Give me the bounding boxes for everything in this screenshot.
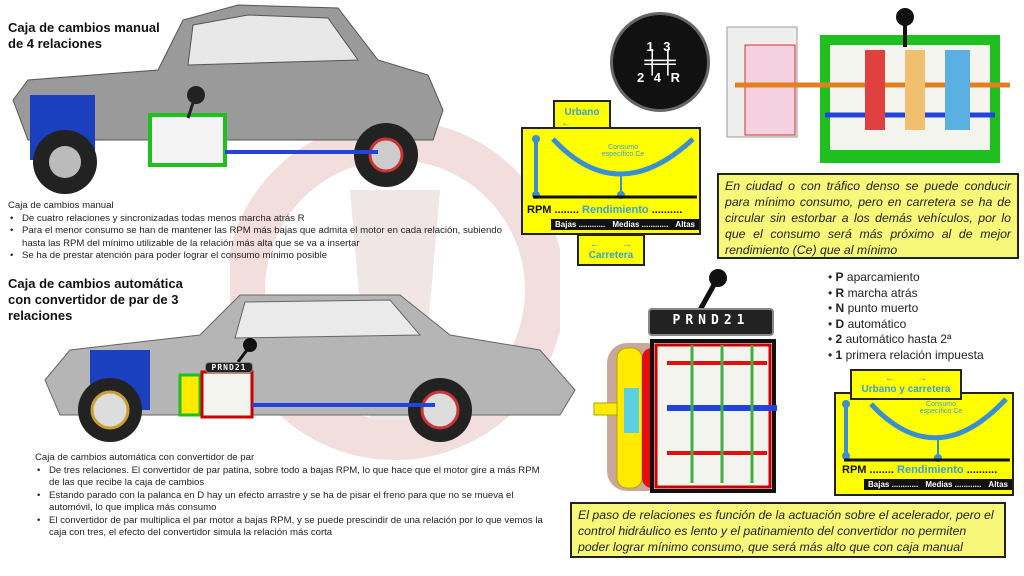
arrows-icon: ← → — [589, 239, 633, 250]
automatic-bullet: De tres relaciones. El convertidor de pa… — [37, 465, 547, 490]
selector-lever-icon — [697, 269, 727, 312]
manual-title: Caja de cambios manual de 4 relaciones — [8, 20, 160, 52]
manual-gearbox-diagram — [726, 8, 1010, 163]
manual-bullet: De cuatro relaciones y sincronizadas tod… — [10, 213, 513, 226]
position-item: R marcha atrás — [828, 286, 984, 302]
consumption-curve — [842, 397, 1010, 462]
position-desc: punto muerto — [847, 301, 919, 315]
automatic-note: El paso de relaciones es función de la a… — [570, 502, 1006, 558]
shift-knob-icon: 1 3 ╪╪ 2 4 R — [610, 12, 710, 112]
position-key: P — [835, 270, 844, 284]
automatic-title-line: relaciones — [8, 308, 73, 323]
selector-label: PRND21 — [648, 308, 774, 336]
shift-pattern-top: 1 3 — [646, 39, 674, 54]
position-desc: automático hasta 2ª — [845, 332, 952, 346]
rpm-scale: Bajas ............ Medias ............ Alt… — [864, 479, 1012, 490]
position-key: N — [835, 301, 845, 315]
position-desc: marcha atrás — [847, 285, 918, 300]
scale-mid: Medias ............ — [612, 220, 669, 229]
manual-description: Caja de cambios manual De cuatro relacio… — [8, 200, 513, 263]
automatic-title: Caja de cambios automática con convertid… — [8, 276, 183, 324]
position-item: 2 automático hasta 2ª — [828, 332, 984, 348]
position-item: 1 primera relación impuesta — [828, 348, 984, 364]
automatic-intro: Caja de cambios automática con convertid… — [35, 452, 255, 463]
dots: .......... — [966, 464, 998, 476]
automatic-description: Caja de cambios automática con convertid… — [35, 452, 547, 540]
selector-positions-list: P aparcamiento R marcha atrás N punto mu… — [828, 270, 984, 363]
curve-label: Consumo específico Ce — [601, 144, 645, 158]
scale-high: Altas — [675, 220, 695, 229]
rpm-label: RPM ........ — [527, 204, 579, 216]
scale-mid: Medias ............ — [925, 480, 982, 489]
automatic-consumption-chart: Consumo específico Ce RPM ........ Rendi… — [834, 392, 1014, 496]
position-desc: aparcamiento — [846, 270, 920, 284]
manual-title-line: de 4 relaciones — [8, 36, 102, 51]
arrows-icon: ← → — [884, 373, 928, 384]
position-item: D automático — [828, 317, 984, 333]
rpm-label: RPM ........ — [842, 464, 894, 476]
position-item: P aparcamiento — [828, 270, 984, 286]
position-key: 1 — [835, 347, 843, 362]
manual-gearbox — [148, 113, 227, 167]
manual-car-illustration — [12, 4, 444, 194]
scale-low: Bajas ............ — [555, 220, 606, 229]
manual-intro: Caja de cambios manual — [8, 200, 114, 211]
consumption-curve — [532, 135, 697, 199]
dots: .......... — [651, 204, 683, 216]
automatic-bullet: Estando parado con la palanca en D hay u… — [37, 490, 547, 515]
manual-title-line: Caja de cambios manual — [8, 20, 160, 35]
position-key: R — [835, 285, 845, 300]
arrow-left-icon: ← — [561, 118, 571, 129]
rendimiento-label: Rendimiento — [582, 204, 649, 216]
urbano-text: Urbano — [564, 107, 600, 118]
carretera-label: ← → Carretera — [577, 234, 645, 266]
automatic-gearbox-diagram — [593, 339, 777, 493]
rpm-scale: Bajas ............ Medias ............ Alt… — [551, 219, 699, 230]
position-item: N punto muerto — [828, 301, 984, 317]
scale-high: Altas — [988, 480, 1008, 489]
automatic-title-line: Caja de cambios automática — [8, 276, 183, 291]
rendimiento-label: Rendimiento — [897, 464, 964, 476]
position-desc: automático — [847, 316, 907, 331]
manual-bullet: Para el menor consumo se han de mantener… — [10, 225, 513, 250]
position-desc: primera relación impuesta — [845, 347, 984, 362]
manual-bullet: Se ha de prestar atención para poder log… — [10, 250, 513, 263]
urbano-carretera-label: ← → Urbano y carretera — [850, 369, 962, 400]
carretera-text: Carretera — [588, 250, 634, 261]
automatic-bullet: El convertidor de par multiplica el par … — [37, 515, 547, 540]
manual-consumption-chart: Consumo específico Ce RPM ........ Rendi… — [521, 127, 701, 235]
position-key: 2 — [835, 332, 843, 346]
curve-label: Consumo específico Ce — [919, 401, 963, 415]
automatic-title-line: con convertidor de par de 3 — [8, 292, 179, 307]
selector-label-small: PRND21 — [205, 362, 253, 373]
automatic-car-illustration — [44, 294, 576, 442]
urbano-carretera-text: Urbano y carretera — [861, 384, 951, 395]
scale-low: Bajas ............ — [868, 480, 919, 489]
manual-note: En ciudad o con tráfico denso se puede c… — [717, 173, 1019, 259]
shift-pattern-bottom: 2 4 R — [636, 70, 684, 85]
position-key: D — [835, 316, 845, 331]
